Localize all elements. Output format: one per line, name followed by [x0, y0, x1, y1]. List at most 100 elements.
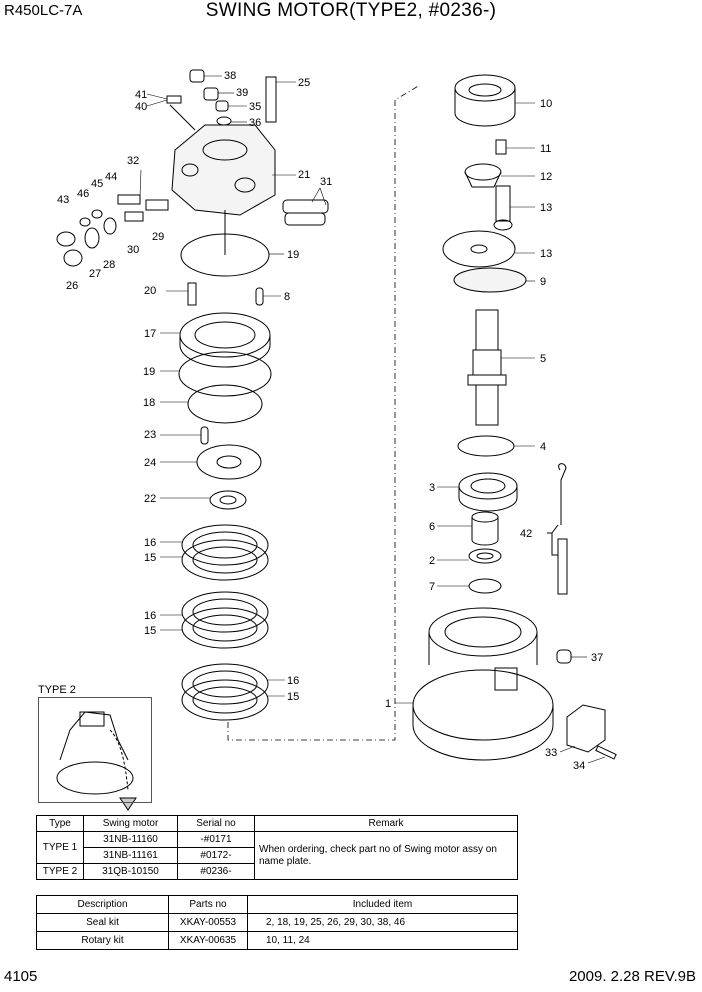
- callout-label-18: 18: [143, 397, 155, 409]
- pin-23: [200, 426, 209, 445]
- o-ring-18: [187, 384, 263, 424]
- serial-cell: -#0171: [177, 831, 255, 848]
- callout-label-32: 32: [127, 155, 139, 167]
- desc-cell: Rotary kit: [36, 931, 169, 950]
- housing-1: [412, 607, 554, 761]
- seal-2: [468, 548, 502, 564]
- serial-cell: #0172-: [177, 847, 255, 864]
- callout-label-4: 4: [540, 441, 546, 453]
- callout-label-21: 21: [298, 169, 310, 181]
- page-number: 4105: [4, 968, 38, 985]
- o-ring-19b: [178, 351, 272, 397]
- callout-label-2: 2: [429, 555, 435, 567]
- callout-label-16: 16: [144, 610, 156, 622]
- plate-17: [179, 312, 271, 368]
- part-cell: XKAY-00635: [168, 931, 248, 950]
- callout-label-35: 35: [249, 101, 261, 113]
- callout-label-34: 34: [573, 760, 585, 772]
- callout-label-45: 45: [91, 178, 103, 190]
- callout-label-39: 39: [236, 87, 248, 99]
- retainer-12: [464, 163, 502, 188]
- table-row: Seal kit XKAY-00553 2, 18, 19, 25, 26, 2…: [36, 913, 518, 932]
- shaft-5: [467, 309, 507, 426]
- col-type-header: Type: [36, 815, 84, 832]
- callout-label-43: 43: [57, 194, 69, 206]
- callout-label-15: 15: [144, 552, 156, 564]
- col-parts-header: Parts no: [168, 895, 248, 914]
- callout-label-16: 16: [287, 675, 299, 687]
- bearing-22: [209, 490, 247, 510]
- callout-label-33: 33: [545, 747, 557, 759]
- type-cell: TYPE 2: [36, 863, 84, 880]
- spring-11: [495, 139, 507, 155]
- col-serial-header: Serial no: [177, 815, 255, 832]
- ring-7: [468, 578, 502, 594]
- callout-label-22: 22: [144, 493, 156, 505]
- col-remark-header: Remark: [254, 815, 518, 832]
- serial-cell: #0236-: [177, 863, 255, 880]
- table-row: Rotary kit XKAY-00635 10, 11, 24: [36, 931, 518, 950]
- callout-label-5: 5: [540, 353, 546, 365]
- callout-label-15: 15: [144, 625, 156, 637]
- col-motor-header: Swing motor: [83, 815, 178, 832]
- date-revision: 2009. 2.28 REV.9B: [568, 968, 696, 985]
- piston-14: [493, 185, 513, 231]
- cylinder-block-10: [454, 74, 516, 127]
- valves-right-drawing: [282, 199, 329, 226]
- callout-label-30: 30: [127, 244, 139, 256]
- disc-set-1: [181, 524, 269, 581]
- type-cell: TYPE 1: [36, 831, 84, 864]
- valves-left-drawing: [56, 194, 169, 267]
- callout-label-28: 28: [103, 259, 115, 271]
- callout-label-7: 7: [429, 581, 435, 593]
- valve-block-33: [566, 704, 617, 760]
- callout-label-24: 24: [144, 457, 156, 469]
- callout-label-10: 10: [540, 98, 552, 110]
- callout-label-9: 9: [540, 276, 546, 288]
- callout-label-1: 1: [385, 698, 391, 710]
- type2-label: TYPE 2: [38, 684, 76, 696]
- plate-24: [196, 444, 262, 480]
- sleeve-6: [471, 511, 499, 546]
- callout-label-19: 19: [143, 366, 155, 378]
- callout-label-29: 29: [152, 231, 164, 243]
- kit-table: Description Parts no Included item Seal …: [36, 895, 518, 950]
- callout-label-20: 20: [144, 285, 156, 297]
- pin-8: [255, 287, 264, 306]
- callout-label-36: 36: [249, 117, 261, 129]
- callout-label-3: 3: [429, 482, 435, 494]
- table-row: TYPE 1 31NB-11160 -#0171 When ordering, …: [36, 831, 518, 880]
- callout-label-17: 17: [144, 328, 156, 340]
- callout-label-25: 25: [298, 77, 310, 89]
- callout-label-16: 16: [144, 537, 156, 549]
- callout-label-15: 15: [287, 691, 299, 703]
- type2-inset-drawing: [56, 711, 137, 811]
- disc-set-2: [181, 591, 269, 649]
- type2-inset: [38, 697, 152, 803]
- page-title: SWING MOTOR(TYPE2, #0236-): [205, 0, 497, 21]
- items-cell: 2, 18, 19, 25, 26, 29, 30, 38, 46: [247, 913, 518, 932]
- model-code: R450LC-7A: [4, 2, 83, 19]
- motor-cell: 31NB-11160: [83, 831, 178, 848]
- col-items-header: Included item: [247, 895, 518, 914]
- callout-label-13: 13: [540, 248, 552, 260]
- motor-head-drawing: [166, 69, 277, 255]
- disc-set-3: [181, 663, 269, 721]
- table-row: 31NB-11161 #0172-: [37, 847, 518, 864]
- o-ring-19a: [180, 233, 270, 277]
- callout-label-27: 27: [89, 268, 101, 280]
- callout-label-19: 19: [287, 249, 299, 261]
- plate-13: [442, 230, 516, 268]
- callout-label-31: 31: [320, 176, 332, 188]
- callout-label-40: 40: [135, 101, 147, 113]
- callout-label-46: 46: [77, 188, 89, 200]
- bearing-3: [458, 472, 518, 512]
- desc-cell: Seal kit: [36, 913, 169, 932]
- remark-cell: When ordering, check part no of Swing mo…: [254, 831, 518, 880]
- callout-label-11: 11: [540, 143, 551, 155]
- callout-label-8: 8: [284, 291, 290, 303]
- callout-label-6: 6: [429, 521, 435, 533]
- callout-label-23: 23: [144, 429, 156, 441]
- motor-cell: 31NB-11161: [83, 847, 178, 864]
